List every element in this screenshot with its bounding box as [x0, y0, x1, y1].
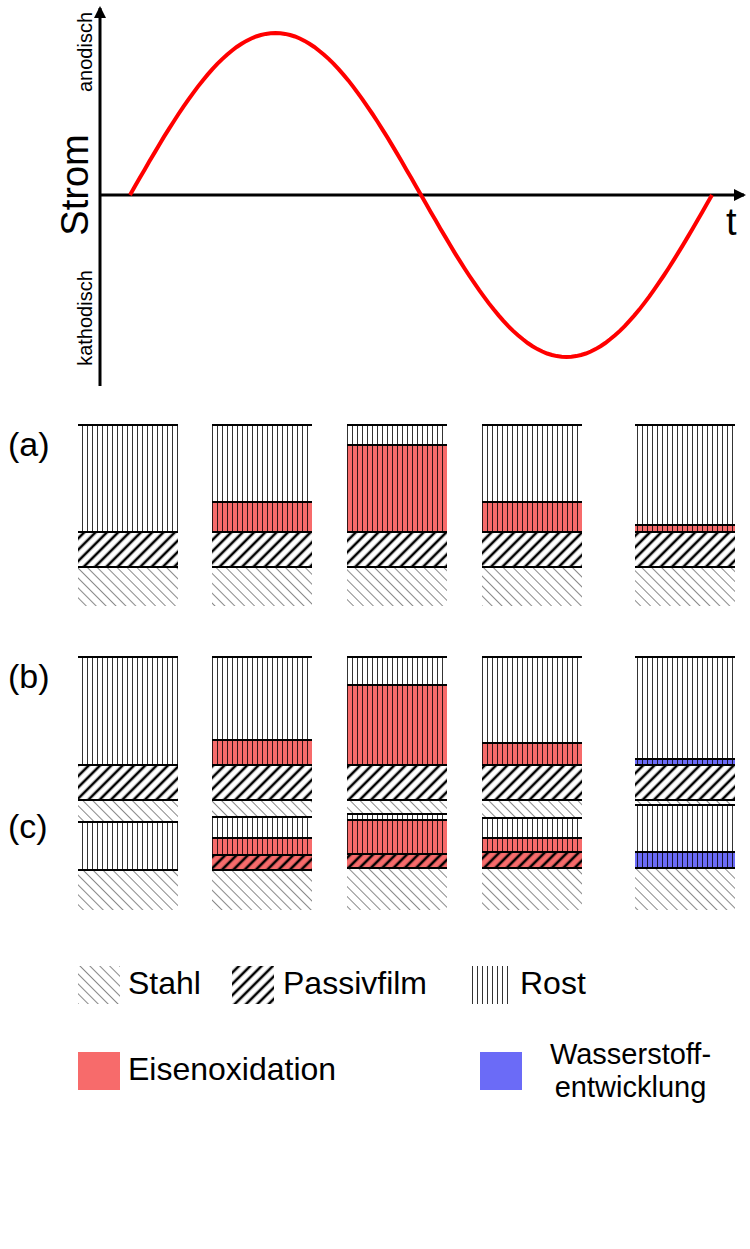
legend-text: Passivfilm — [283, 966, 427, 1001]
chart-axes — [100, 8, 744, 386]
legend-text: Eisenoxidation — [128, 1052, 336, 1087]
axis-label: anodisch — [74, 12, 96, 92]
legend-swatch — [78, 1052, 120, 1090]
row-label: (b) — [8, 658, 50, 695]
layer-column — [78, 425, 178, 606]
legend-text: Stahl — [128, 966, 201, 1001]
layer-column — [635, 425, 735, 606]
layer-stacks — [78, 425, 735, 910]
layer-column — [347, 657, 447, 840]
layer-column — [482, 425, 582, 606]
layer-column — [347, 425, 447, 606]
row-label: (a) — [8, 426, 50, 463]
layer-column — [212, 657, 312, 840]
legend-text: Wasserstoff- entwicklung — [528, 1038, 733, 1105]
legend-pattern-swatches — [78, 966, 512, 1004]
axis-title: t — [726, 202, 737, 244]
axis-label: kathodisch — [74, 270, 96, 366]
layer-column — [78, 822, 178, 910]
layer-column — [482, 818, 582, 910]
layer-column — [212, 817, 312, 910]
layer-column — [347, 814, 447, 910]
legend-text: Rost — [520, 966, 586, 1001]
layer-column — [212, 425, 312, 606]
row-label: (c) — [8, 808, 48, 845]
legend-swatch — [480, 1052, 522, 1090]
current-curve — [130, 33, 712, 357]
layer-column — [635, 805, 735, 910]
layer-column — [482, 657, 582, 840]
layer-column — [78, 657, 178, 840]
axis-title: Strom — [55, 134, 97, 235]
